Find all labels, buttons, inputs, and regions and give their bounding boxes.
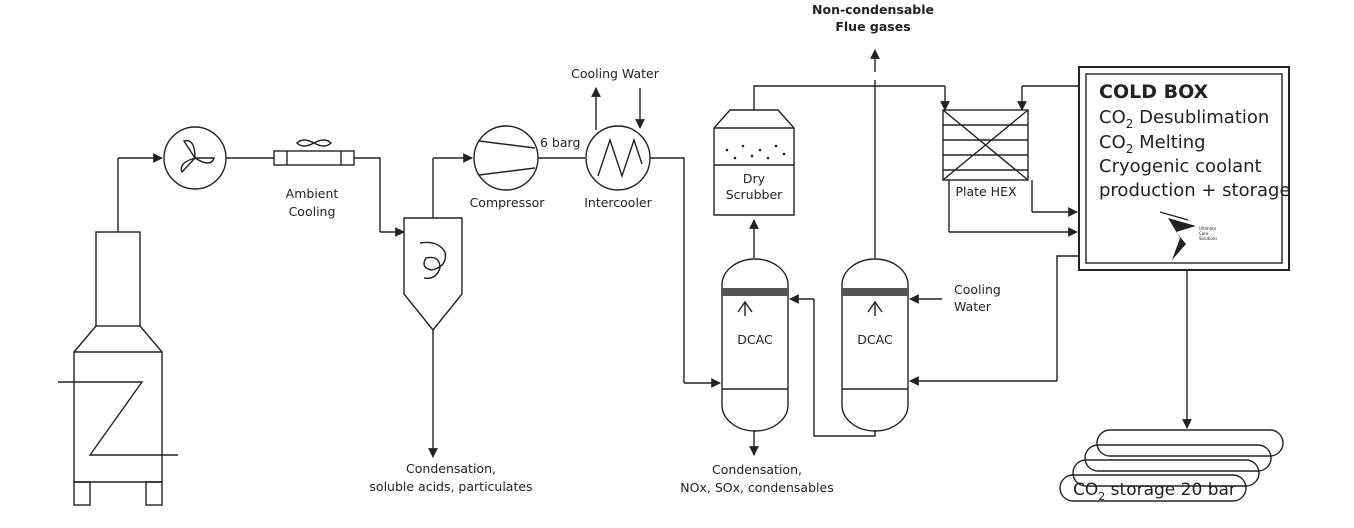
cooling-water-right-label-2: Water	[954, 299, 992, 314]
cooling-water-top-label: Cooling Water	[571, 66, 660, 81]
svg-text:Solutions: Solutions	[1199, 236, 1217, 241]
dcac-1-label: DCAC	[737, 332, 773, 347]
company-logo: Ultimate Care Solutions	[1159, 211, 1217, 260]
cold-box: COLD BOX CO2 Desublimation CO2 Melting C…	[1078, 66, 1291, 271]
non-condensable-label-2: Flue gases	[835, 19, 910, 34]
furnace	[58, 153, 178, 506]
dcac-column-2: DCAC Cooling Water	[789, 80, 1001, 437]
condensation-left-label-1: Condensation,	[406, 461, 496, 476]
ambient-cooling-label-2: Cooling	[289, 204, 336, 219]
compressor: Compressor 6 barg	[470, 125, 585, 210]
flue-gas-outlet: Non-condensable Flue gases	[812, 2, 934, 72]
intercooler: Cooling Water Intercooler	[571, 66, 721, 388]
dcac-column-1: DCAC Condensation, NOx, SOx, condensable…	[680, 219, 834, 495]
cold-box-title: COLD BOX	[1099, 81, 1209, 103]
scrubber-media-dots	[725, 144, 786, 160]
coolant-return-line	[1056, 255, 1079, 381]
condensation-mid-label-2: NOx, SOx, condensables	[680, 480, 833, 495]
cold-box-storage: production + storage	[1099, 180, 1291, 201]
svg-text:Ultimate: Ultimate	[1199, 226, 1217, 231]
fan-blower	[163, 126, 274, 190]
dry-scrubber: Dry Scrubber	[713, 85, 950, 216]
svg-text:Care: Care	[1199, 231, 1209, 236]
ambient-cooling-label-1: Ambient	[286, 186, 339, 201]
cyclone-separator: Condensation, soluble acids, particulate…	[369, 153, 533, 494]
co2-storage-label: CO2 storage 20 bar	[1073, 480, 1236, 503]
pressure-label: 6 barg	[540, 135, 580, 150]
condensation-left-label-2: soluble acids, particulates	[369, 479, 532, 494]
plate-hex-label: Plate HEX	[955, 184, 1017, 199]
dry-scrubber-label-1: Dry	[743, 171, 766, 186]
intercooler-label: Intercooler	[584, 195, 652, 210]
condensation-mid-label-1: Condensation,	[712, 462, 802, 477]
ambient-cooler: Ambient Cooling	[273, 139, 405, 237]
plate-heat-exchanger: Plate HEX	[942, 85, 1079, 237]
cold-box-coolant: Cryogenic coolant	[1099, 156, 1262, 177]
dcac-2-label: DCAC	[857, 332, 893, 347]
cold-box-melting: CO2 Melting	[1099, 132, 1206, 156]
co2-storage-tanks: CO2 storage 20 bar	[1059, 429, 1284, 503]
non-condensable-label-1: Non-condensable	[812, 2, 934, 17]
cold-box-desublimation: CO2 Desublimation	[1099, 107, 1269, 131]
cooling-water-right-label-1: Cooling	[954, 282, 1001, 297]
dry-scrubber-label-2: Scrubber	[726, 187, 783, 202]
compressor-label: Compressor	[470, 195, 546, 210]
